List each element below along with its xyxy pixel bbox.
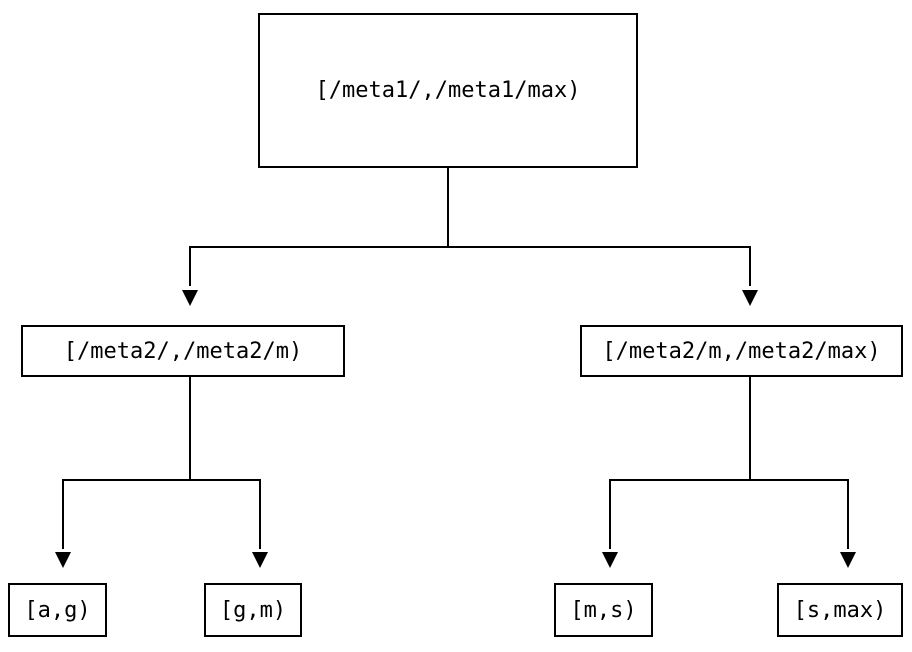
- edge-root-stem: [447, 168, 449, 248]
- node-right-meta2-range: [/meta2/m,/meta2/max): [580, 325, 903, 377]
- arrowhead-down-right-child-icon: [742, 290, 758, 306]
- edge-left-drop-ag: [62, 479, 64, 549]
- node-root-meta1-range: [/meta1/,/meta1/max): [258, 13, 638, 168]
- edge-left-drop-gm: [259, 479, 261, 549]
- edge-right-drop-smax: [847, 479, 849, 549]
- edge-right-stem: [749, 377, 751, 481]
- arrowhead-down-leaf-ms-icon: [602, 552, 618, 568]
- node-leaf-smax-label: [s,max): [793, 597, 887, 623]
- node-leaf-ag: [a,g): [8, 583, 107, 637]
- arrowhead-down-leaf-gm-icon: [252, 552, 268, 568]
- node-leaf-ag-label: [a,g): [24, 597, 91, 623]
- node-right-label: [/meta2/m,/meta2/max): [602, 338, 881, 364]
- node-root-label: [/meta1/,/meta1/max): [315, 78, 581, 103]
- arrowhead-down-left-child-icon: [182, 290, 198, 306]
- edge-left-rail: [62, 479, 261, 481]
- edge-root-rail: [189, 246, 751, 248]
- edge-root-drop-right: [749, 246, 751, 286]
- node-left-label: [/meta2/,/meta2/m): [63, 338, 303, 364]
- edge-left-stem: [189, 377, 191, 481]
- node-leaf-gm-label: [g,m): [219, 597, 287, 623]
- edge-right-rail: [609, 479, 849, 481]
- node-leaf-ms-label: [m,s): [570, 597, 637, 623]
- node-leaf-gm: [g,m): [204, 583, 302, 637]
- edge-right-drop-ms: [609, 479, 611, 549]
- arrowhead-down-leaf-smax-icon: [840, 552, 856, 568]
- node-left-meta2-range: [/meta2/,/meta2/m): [21, 325, 345, 377]
- node-leaf-smax: [s,max): [777, 583, 903, 637]
- arrowhead-down-leaf-ag-icon: [55, 552, 71, 568]
- node-leaf-ms: [m,s): [554, 583, 653, 637]
- edge-root-drop-left: [189, 246, 191, 286]
